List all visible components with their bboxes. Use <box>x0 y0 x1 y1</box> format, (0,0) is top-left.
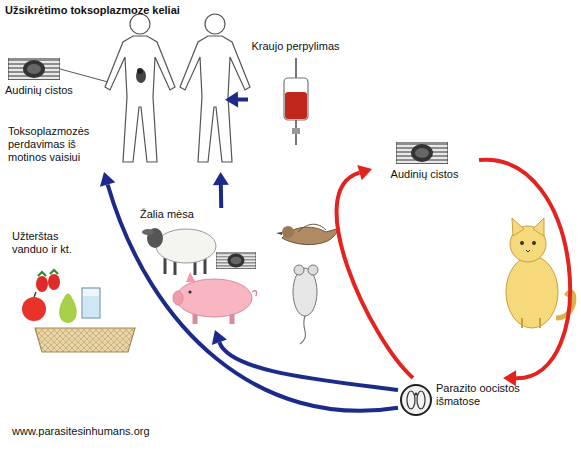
arrowhead <box>357 165 372 180</box>
source-url: www.parasitesinhumans.org <box>12 425 150 438</box>
arrowhead <box>213 172 229 185</box>
node-label: Užterštas vanduo ir kt. <box>12 230 92 256</box>
pig <box>173 272 257 324</box>
oocyst-icon <box>401 385 431 415</box>
contaminated-water-group: Užterštas vanduo ir kt. <box>12 230 140 355</box>
node-label: Kraujo perpylimas <box>248 40 343 53</box>
transmission-arrow <box>108 184 398 410</box>
node-label: Žalia mėsa <box>140 208 220 221</box>
transmission-arrow <box>479 160 570 379</box>
leader-line <box>60 69 108 82</box>
arrowhead <box>212 330 227 345</box>
mouse <box>293 265 318 344</box>
arrowhead <box>225 92 238 108</box>
humans-group: Audinių cistosToksoplazmozės perdavimas … <box>5 15 225 172</box>
fetus <box>136 68 146 83</box>
tissue-cyst-icon <box>216 252 256 269</box>
sheep <box>142 228 216 275</box>
fruit-and-water <box>22 270 100 323</box>
oocyst-stage: Parazito oocistos išmatose <box>398 378 548 426</box>
node-label: Parazito oocistos išmatose <box>436 382 546 408</box>
human-figure <box>105 14 175 162</box>
blood-bag <box>284 58 308 145</box>
blood-transfusion-group: Kraujo perpylimas <box>248 40 345 148</box>
tissue-cyst-icon <box>396 142 448 164</box>
raw-meat-group: Žalia mėsa <box>140 208 265 330</box>
transmission-arrow <box>219 342 398 390</box>
transmission-arrow <box>238 97 248 101</box>
transmission-arrow <box>219 185 223 208</box>
diagram-title: Užsikrėtimo toksoplazmoze keliai <box>5 4 180 16</box>
arrowhead <box>100 172 115 187</box>
transmission-arrow <box>337 173 413 378</box>
litter-box <box>35 328 135 352</box>
bird <box>276 224 340 244</box>
tissue-cyst-icon <box>8 58 60 80</box>
node-label: Audinių cistos <box>372 168 477 181</box>
tissue-cyst-stage: Audinių cistos <box>372 142 479 187</box>
node-label: Toksoplazmozės perdavimas iš motinos vai… <box>8 125 108 164</box>
node-label: Audinių cistos <box>5 84 100 97</box>
human-figure <box>180 14 250 162</box>
